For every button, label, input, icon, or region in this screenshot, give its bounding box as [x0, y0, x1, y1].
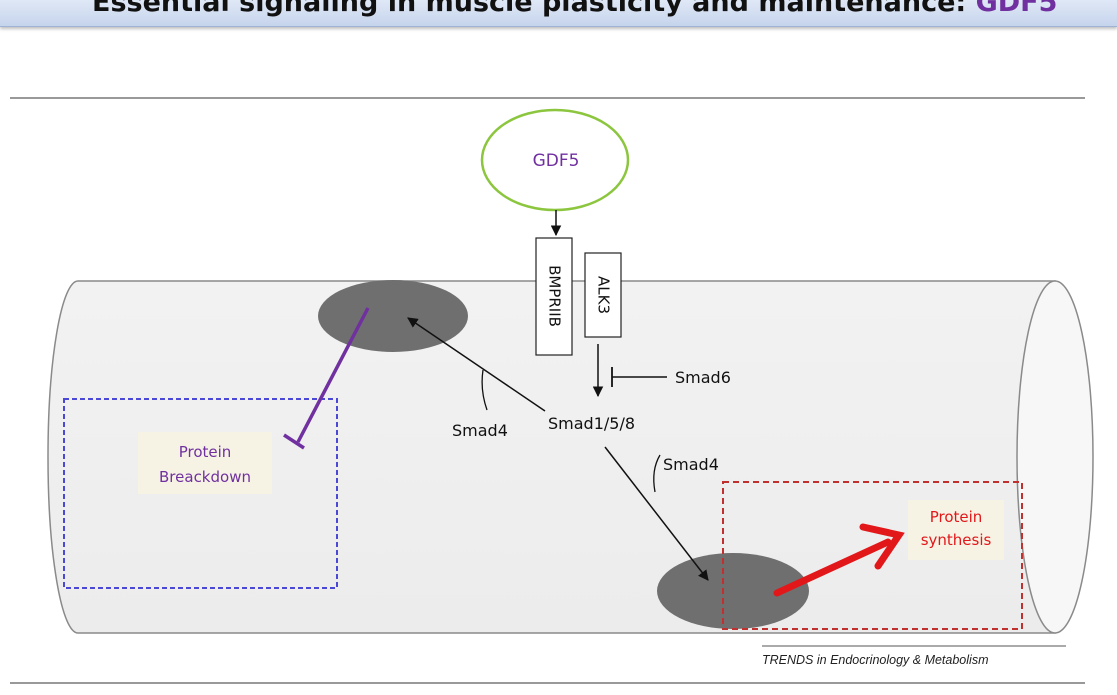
receptor-bmpriib — [535, 237, 573, 356]
breakdown-inhibition-bar — [283, 433, 305, 450]
slide-title: Essential signaling in muscle plasticity… — [92, 0, 1057, 18]
nucleus-translocation-arrow-lower — [604, 446, 709, 581]
smad4-label-right: Smad4 — [663, 455, 719, 474]
muscle-fiber-cylinder — [47, 280, 1094, 634]
smad4-label-left: Smad4 — [452, 421, 508, 440]
citation: TRENDS in Endocrinology & Metabolism — [762, 653, 989, 667]
protein-breakdown-box — [63, 398, 338, 589]
cylinder-end — [1016, 280, 1094, 634]
title-highlight: GDF5 — [975, 0, 1058, 18]
smad158-label: Smad1/5/8 — [548, 414, 635, 433]
smad6-label: Smad6 — [675, 368, 731, 387]
title-main: Essential signaling in muscle plasticity… — [92, 0, 976, 18]
title-bar: Essential signaling in muscle plasticity… — [0, 0, 1117, 27]
receptor-alk3 — [584, 252, 622, 338]
gdf5-ligand — [480, 108, 630, 212]
protein-synthesis-line1: Protein — [930, 508, 983, 526]
nucleus-upper — [318, 280, 468, 352]
protein-synthesis-label-bg — [908, 500, 1004, 560]
alk3-label: ALK3 — [595, 276, 613, 314]
breakdown-inhibition-line — [296, 307, 370, 443]
smad4-join-curve-right — [653, 454, 661, 493]
gdf5-label: GDF5 — [533, 151, 580, 171]
synthesis-activation-arrow — [773, 538, 892, 597]
smad4-join-curve-left — [481, 369, 488, 411]
nucleus-lower — [657, 553, 809, 629]
bmpriib-label: BMPRIIB — [546, 265, 564, 327]
protein-breakdown-line1: Protein — [179, 443, 232, 461]
protein-synthesis-line2: synthesis — [921, 531, 992, 549]
protein-breakdown-label-bg — [138, 432, 272, 494]
protein-synthesis-box — [722, 481, 1023, 630]
nucleus-translocation-arrow-upper — [407, 317, 546, 412]
synthesis-arrowhead — [859, 523, 905, 570]
protein-breakdown-line2: Breackdown — [159, 468, 251, 486]
